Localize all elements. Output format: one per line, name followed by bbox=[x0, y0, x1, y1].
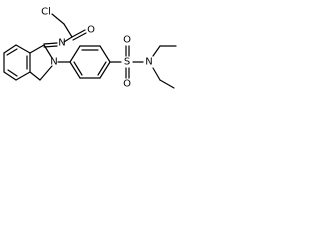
bond-benz-4 bbox=[3, 71, 17, 81]
atom-labels: Cl O N N S O O N bbox=[41, 7, 153, 90]
bond-n-ethyl-down-2 bbox=[159, 79, 175, 89]
chemical-structure-diagram: Cl O N N S O O N bbox=[3, 7, 177, 90]
bond-ph-inner-2 bbox=[97, 61, 107, 76]
atom-sulfonyl-oxygen-bottom: O bbox=[123, 79, 131, 90]
bond-ph-6 bbox=[69, 61, 81, 79]
bond-ph-4 bbox=[99, 61, 111, 79]
bond-ph-inner-3 bbox=[73, 61, 83, 76]
atom-imine-nitrogen: N bbox=[58, 38, 65, 49]
bond-benz-5 bbox=[15, 71, 31, 81]
bond-imine-b bbox=[43, 45, 58, 48]
bond-ph-1 bbox=[69, 45, 81, 63]
bond-ring5-ch2-c3a bbox=[29, 71, 41, 81]
bond-co-n bbox=[63, 36, 73, 43]
atom-ring-nitrogen: N bbox=[50, 57, 57, 68]
bond-ch2-co bbox=[63, 23, 73, 38]
bond-imine-a bbox=[43, 42, 58, 45]
atom-carbonyl-oxygen: O bbox=[87, 25, 95, 36]
bond-n-ethyl-up-1 bbox=[152, 45, 161, 57]
bond-co-o-b bbox=[72, 32, 87, 41]
bond-ring5-n-ch2 bbox=[39, 65, 53, 81]
atom-sulfur: S bbox=[124, 57, 130, 68]
bond-co-o-a bbox=[71, 29, 86, 38]
bond-n-ethyl-down-1 bbox=[152, 67, 161, 81]
atom-chlorine: Cl bbox=[41, 7, 51, 18]
bond-cl-ch2 bbox=[51, 13, 65, 25]
bond-ph-3 bbox=[99, 45, 111, 63]
atom-sulfonyl-oxygen-top: O bbox=[123, 35, 131, 46]
bond-benz-inner-1 bbox=[6, 48, 18, 56]
bond-benz-1 bbox=[15, 44, 31, 54]
bond-benz-2 bbox=[3, 44, 17, 54]
bond-benz-inner-2 bbox=[7, 69, 18, 77]
bonds bbox=[3, 13, 177, 89]
bond-ring5-c1-c7a bbox=[29, 44, 45, 54]
bond-ring5-c1-n bbox=[43, 44, 53, 59]
atom-amide-nitrogen: N bbox=[145, 57, 152, 68]
